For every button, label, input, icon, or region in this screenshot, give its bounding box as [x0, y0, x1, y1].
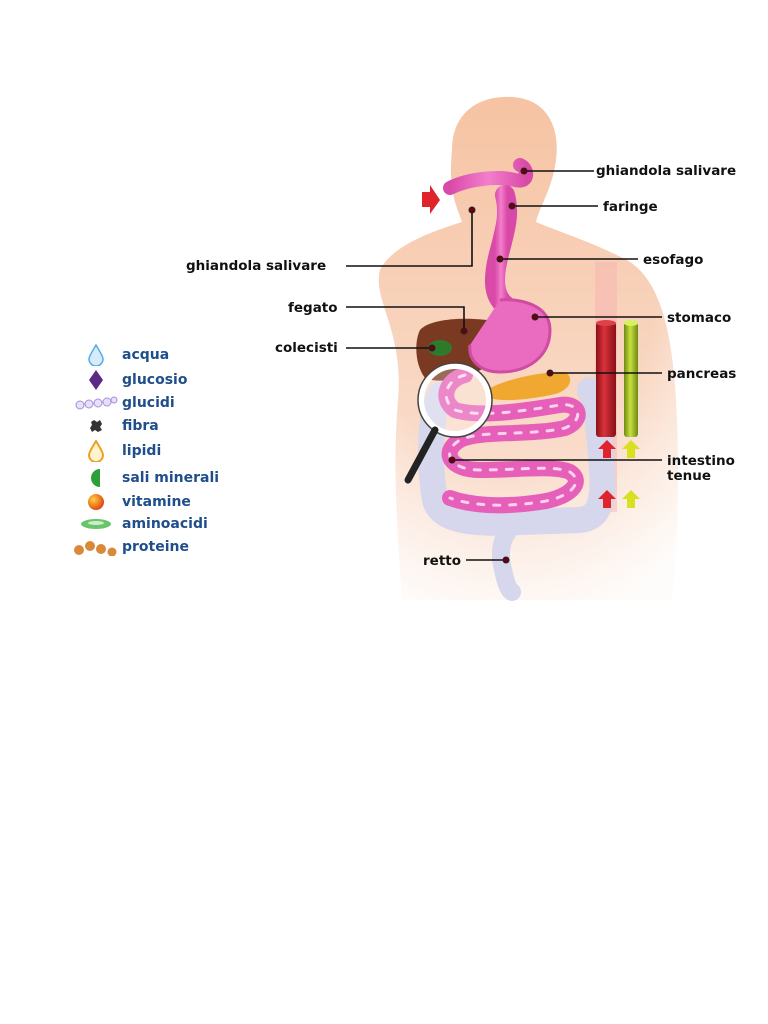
magnifier-icon — [404, 362, 493, 484]
chain-icon — [70, 536, 122, 558]
legend-item-lipidi: lipidi — [70, 440, 161, 462]
water-drop-icon — [70, 344, 122, 366]
half-circle-icon — [70, 467, 122, 489]
legend-label-glucosio: glucosio — [122, 372, 188, 388]
callout-lines — [346, 170, 662, 561]
legend-item-glucosio: glucosio — [70, 369, 187, 391]
absorption-arrow-red-icon-1 — [598, 440, 616, 458]
diamond-icon — [70, 369, 122, 391]
legend-label-lipidi: lipidi — [122, 443, 162, 459]
callout-dots — [428, 167, 554, 564]
label-esophagus: esofago — [643, 252, 703, 268]
blood-vessel — [596, 322, 616, 437]
fiber-icon — [70, 415, 122, 437]
label-rectum: retto — [423, 553, 461, 569]
label-small-intestine-line2: tenue — [667, 468, 711, 484]
rectum-shape — [492, 511, 529, 601]
lymph-vessel — [624, 322, 638, 437]
label-salivary-gland-left: ghiandola salivare — [186, 258, 326, 274]
legend-item-aminoacidi: aminoacidi — [70, 513, 208, 535]
legend-label-fibra: fibra — [122, 418, 159, 434]
legend-label-acqua: acqua — [122, 347, 170, 363]
gallbladder-shape — [428, 340, 452, 356]
label-liver: fegato — [288, 300, 338, 316]
legend-label-proteine: proteine — [122, 539, 189, 555]
bead-chain-icon — [70, 392, 122, 414]
label-pancreas: pancreas — [667, 366, 736, 382]
label-gallbladder: colecisti — [275, 340, 338, 356]
label-pharynx: faringe — [603, 199, 658, 215]
oil-drop-icon — [70, 440, 122, 462]
orange-ball-icon — [70, 491, 122, 513]
pancreas-shape — [490, 372, 571, 401]
label-small-intestine-line1: intestino — [667, 453, 735, 469]
legend-label-vitamine: vitamine — [122, 494, 191, 510]
legend-item-acqua: acqua — [70, 344, 169, 366]
food-intake-arrow-icon — [422, 185, 440, 214]
legend-item-sali-minerali: sali minerali — [70, 467, 219, 489]
legend-item-proteine: proteine — [70, 536, 189, 558]
legend-item-glucidi: glucidi — [70, 392, 175, 414]
label-stomach: stomaco — [667, 310, 731, 326]
legend-label-glucidi: glucidi — [122, 395, 175, 411]
legend-item-vitamine: vitamine — [70, 491, 191, 513]
legend-label-aminoacidi: aminoacidi — [122, 516, 208, 532]
legend-item-fibra: fibra — [70, 415, 159, 437]
absorption-arrow-red-icon-2 — [598, 490, 616, 508]
green-ellipse-icon — [70, 513, 122, 535]
legend-label-sali-minerali: sali minerali — [122, 470, 220, 486]
label-salivary-gland-top: ghiandola salivare — [596, 163, 736, 179]
absorption-arrow-yellow-icon-2 — [622, 490, 640, 508]
absorption-arrow-yellow-icon-1 — [622, 440, 640, 458]
